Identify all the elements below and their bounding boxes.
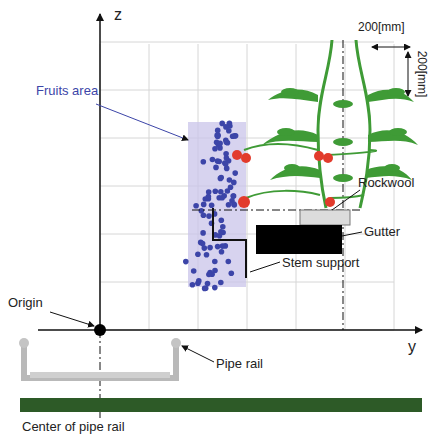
part-label: Pipe rail (216, 357, 263, 371)
scale-label: 200[mm] (414, 51, 427, 98)
axis-label: z (114, 6, 122, 24)
stem-support (213, 208, 246, 278)
leaves (262, 88, 418, 182)
part-label: Center of pipe rail (22, 420, 125, 434)
part-label: Stem support (282, 256, 359, 270)
scale-arrow (372, 47, 410, 48)
fruits-area-band (188, 122, 246, 287)
scale-label: 200[mm] (358, 21, 405, 34)
pipe-rail-tube (19, 338, 29, 348)
part-label: Gutter (364, 225, 400, 239)
plant-center-line (343, 40, 344, 330)
gutter (256, 225, 342, 254)
pipe-rail-base (30, 372, 170, 378)
part-label: Rockwool (358, 176, 414, 190)
leader-line (182, 346, 214, 362)
trusses (244, 144, 376, 198)
part-label: Origin (8, 296, 43, 310)
z-axis (99, 14, 101, 330)
leader-line (250, 262, 280, 272)
grid (100, 42, 394, 330)
origin-dot (94, 324, 106, 336)
leader-line (96, 104, 188, 140)
pipe-rail-tube (171, 338, 181, 348)
axis-label: y (408, 338, 416, 356)
scale-arrow (408, 52, 409, 96)
fruit-dots (183, 120, 238, 291)
leader-line (332, 190, 360, 210)
tomatoes (232, 150, 335, 208)
leader-line (342, 232, 362, 236)
pipe-rail-frame (24, 345, 176, 378)
stem (318, 40, 332, 208)
leader-line (50, 312, 94, 326)
rockwool (300, 210, 350, 225)
region-label: Fruits area (36, 84, 98, 98)
ground-bar (20, 398, 422, 412)
